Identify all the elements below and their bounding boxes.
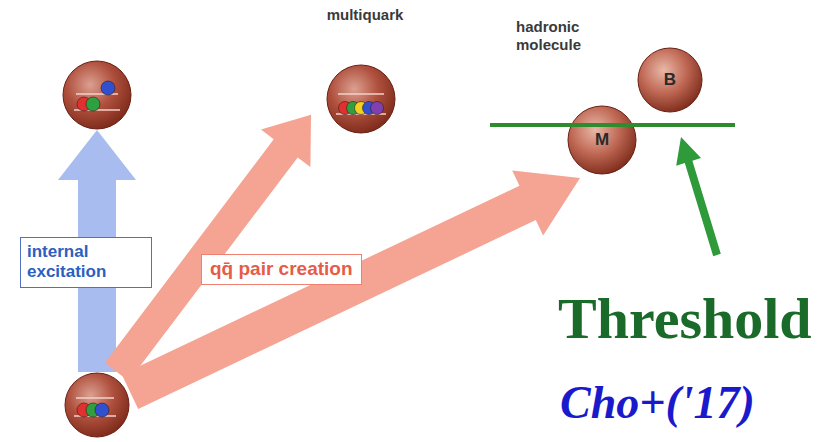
hadron-sphere bbox=[638, 48, 702, 112]
threshold-line bbox=[567, 123, 637, 127]
citation-label: Cho+('17) bbox=[560, 376, 755, 429]
particle-symbol: M bbox=[567, 130, 637, 150]
hadron-sphere bbox=[568, 106, 636, 174]
quark-dot bbox=[371, 102, 384, 115]
quark-dot bbox=[86, 97, 100, 111]
threshold-pointer bbox=[676, 137, 721, 256]
transition-label: qq̄ pair creation bbox=[201, 254, 362, 285]
hadron-sphere bbox=[327, 65, 395, 133]
quark-dot bbox=[101, 81, 115, 95]
threshold-label: Threshold bbox=[558, 285, 812, 352]
baryon-circle: B bbox=[637, 47, 703, 113]
hadron-sphere bbox=[65, 373, 129, 437]
transition-label: internal excitation bbox=[20, 237, 152, 288]
state-heading: multiquark bbox=[311, 6, 419, 24]
energy-level bbox=[76, 397, 114, 399]
meson-circle: M bbox=[567, 105, 637, 175]
node-shape bbox=[62, 60, 132, 130]
energy-level bbox=[338, 93, 384, 95]
particle-symbol: B bbox=[637, 70, 703, 90]
hadron-sphere bbox=[63, 61, 131, 129]
multiquark-state: multiquark bbox=[311, 6, 419, 134]
hadronic-molecule-group: hadronic moleculeB M bbox=[510, 8, 710, 178]
transition-arrow bbox=[122, 170, 580, 409]
excited-baryon bbox=[62, 60, 132, 130]
ground-baryon bbox=[64, 372, 130, 438]
state-heading: hadronic molecule bbox=[516, 18, 608, 54]
quark-dot bbox=[95, 403, 109, 417]
node-shape bbox=[311, 6, 411, 134]
node-shape bbox=[64, 372, 130, 438]
threshold-line bbox=[490, 123, 735, 127]
